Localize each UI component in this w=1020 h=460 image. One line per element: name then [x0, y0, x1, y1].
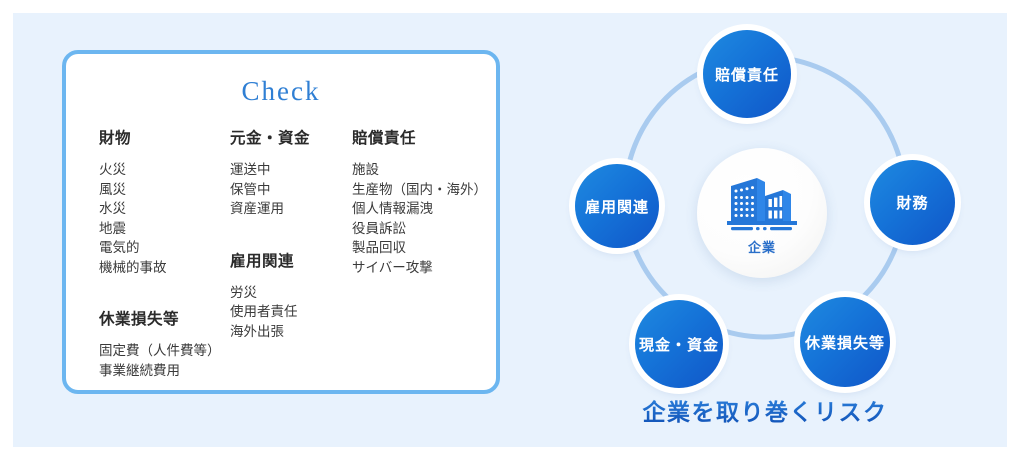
risk-node-label: 賠償責任 [714, 66, 779, 84]
group-heading-ganking: 元金・資金 [230, 130, 311, 147]
group-list-baisho: 施設 生産物（国内・海外） 個人情報漏洩 役員訴訟 製品回収 サイバー攻撃 [352, 160, 489, 277]
risk-node-label: 現金・資金 [638, 336, 719, 354]
group-heading-zaibutsu: 財物 [99, 130, 132, 147]
group-heading-koyo: 雇用関連 [230, 252, 295, 270]
check-panel: Check 財物 火災 風災 水災 地震 電気的 機械的事故 休業損失等 固定費… [62, 50, 500, 394]
list-item: 機械的事故 [99, 259, 167, 275]
list-item: 火災 [99, 162, 126, 177]
risk-node-business-interruption[interactable]: 休業損失等 [800, 297, 890, 387]
group-list-koyo: 労災 使用者責任 海外出張 [230, 283, 352, 342]
risk-node-label: 財務 [896, 195, 929, 212]
check-panel-columns: 財物 火災 風災 水災 地震 電気的 機械的事故 休業損失等 固定費（人件費等）… [99, 126, 489, 380]
list-item: 労災 [230, 284, 257, 300]
check-panel-title: Check [66, 78, 496, 107]
risk-node-label: 休業損失等 [804, 334, 885, 352]
list-item: 施設 [352, 162, 379, 177]
risk-node-finance[interactable]: 財務 [870, 160, 955, 245]
list-item: 固定費（人件費等） [99, 343, 221, 358]
office-building-icon [727, 178, 797, 231]
list-item: 風災 [99, 181, 126, 197]
list-item: 海外出張 [230, 323, 284, 339]
check-panel-title-text: Check [241, 76, 321, 106]
check-column-2: 元金・資金 運送中 保管中 資産運用 雇用関連 労災 使用者責任 海外出張 [230, 126, 352, 380]
list-item: 製品回収 [352, 240, 406, 255]
risk-node-label: 雇用関連 [584, 198, 649, 216]
center-label: 企業 [747, 240, 776, 255]
risk-node-cash[interactable]: 現金・資金 [635, 300, 723, 388]
risk-node-employment[interactable]: 雇用関連 [575, 164, 659, 248]
group-list-ganking: 運送中 保管中 資産運用 [230, 160, 352, 219]
check-column-3: 賠償責任 施設 生産物（国内・海外） 個人情報漏洩 役員訴訟 製品回収 サイバー… [352, 126, 489, 380]
group-heading-kyugyo: 休業損失等 [99, 311, 180, 328]
risk-diagram: 賠償責任 財務 雇用関連 現金・資金 休業損失等 [545, 25, 1005, 445]
list-item: 保管中 [230, 181, 271, 197]
diagram-caption: 企業を取り巻くリスク [545, 393, 985, 427]
group-list-zaibutsu: 火災 風災 水災 地震 電気的 機械的事故 [99, 160, 230, 277]
group-list-kyugyo: 固定費（人件費等） 事業継続費用 [99, 341, 230, 380]
list-item: 運送中 [230, 162, 271, 177]
diagram-center: 企業 [697, 148, 827, 278]
group-heading-baisho: 賠償責任 [352, 130, 417, 147]
list-item: 使用者責任 [230, 304, 298, 319]
list-item: 地震 [99, 220, 126, 236]
list-item: 資産運用 [230, 201, 284, 216]
check-column-1: 財物 火災 風災 水災 地震 電気的 機械的事故 休業損失等 固定費（人件費等）… [99, 126, 230, 380]
list-item: 生産物（国内・海外） [352, 181, 487, 197]
risk-node-liability[interactable]: 賠償責任 [703, 30, 791, 118]
list-item: 役員訴訟 [352, 220, 406, 236]
list-item: 事業継続費用 [99, 362, 180, 378]
list-item: 水災 [99, 201, 126, 216]
list-item: サイバー攻撃 [352, 259, 433, 275]
list-item: 個人情報漏洩 [352, 201, 433, 216]
list-item: 電気的 [99, 240, 140, 255]
